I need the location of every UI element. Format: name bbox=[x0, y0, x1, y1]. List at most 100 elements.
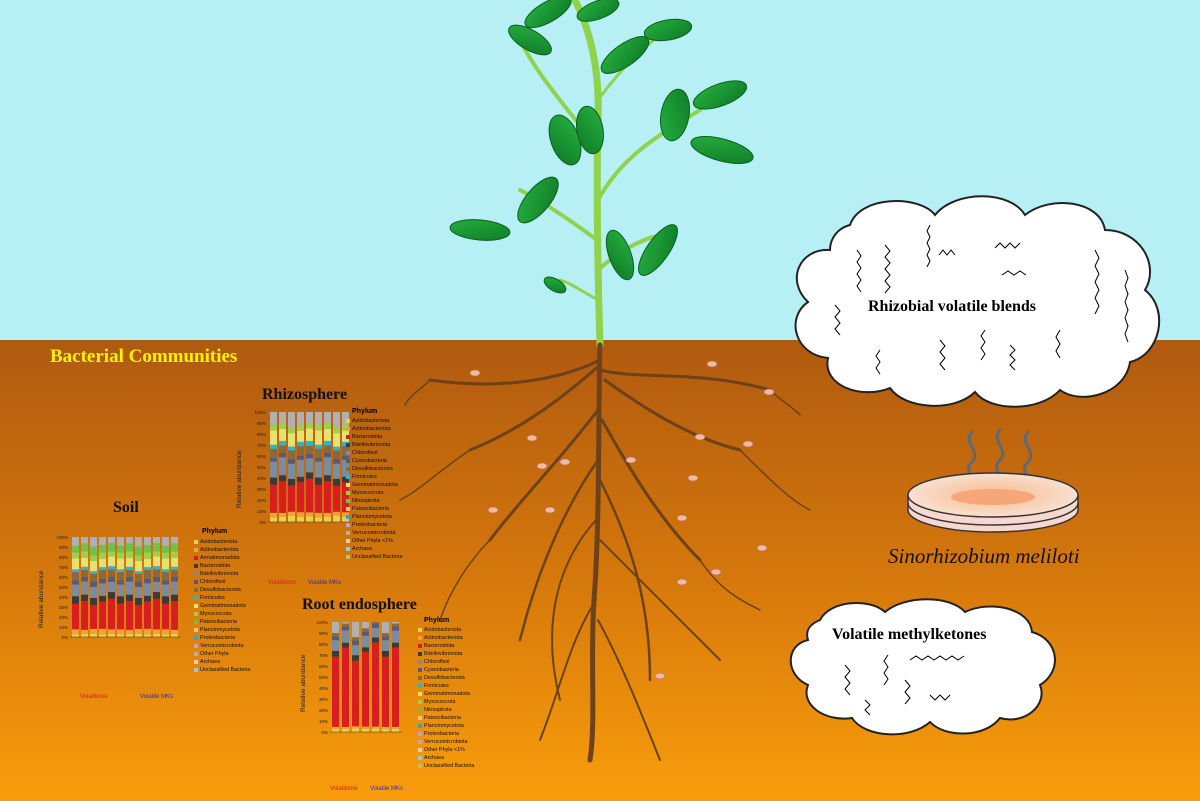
legend-swatch bbox=[346, 490, 350, 495]
soil-phylum-title: Phylum bbox=[202, 528, 228, 535]
legend-label: Planctomycetota bbox=[352, 514, 392, 520]
stacked-bar-segment bbox=[392, 642, 399, 648]
stacked-bar-segment bbox=[342, 726, 349, 729]
stacked-bar-segment bbox=[144, 552, 151, 559]
legend-swatch bbox=[418, 667, 422, 672]
legend-label: Bdellovibrionota bbox=[352, 442, 391, 448]
plant-leaves bbox=[449, 0, 754, 294]
species-name: Sinorhizobium meliloti bbox=[888, 544, 1080, 568]
legend-label: Actinobacteriota bbox=[424, 635, 463, 641]
stacked-bar-segment bbox=[72, 572, 79, 581]
legend-swatch bbox=[418, 747, 422, 752]
stacked-bar-segment bbox=[108, 556, 115, 567]
legend-swatch bbox=[346, 514, 350, 519]
stacked-bar-segment bbox=[90, 573, 97, 582]
stacked-bar-segment bbox=[270, 430, 277, 445]
stacked-bar-segment bbox=[279, 516, 286, 522]
stacked-bar-segment bbox=[72, 580, 79, 585]
stacked-bar-segment bbox=[90, 633, 97, 637]
legend-swatch bbox=[194, 547, 198, 552]
stacked-bar-segment bbox=[362, 631, 369, 636]
stacked-bar-segment bbox=[372, 642, 379, 727]
legend-label: Acidobacteriota bbox=[200, 539, 238, 545]
stacked-bar-segment bbox=[162, 634, 169, 637]
legend-entry: Desulfobacterota bbox=[346, 465, 402, 473]
stacked-bar-segment bbox=[392, 623, 399, 627]
stacked-bar-segment bbox=[333, 428, 340, 434]
stacked-bar-segment bbox=[279, 440, 286, 446]
stacked-bar-segment bbox=[99, 570, 106, 579]
stacked-bar-segment bbox=[90, 537, 97, 547]
stacked-bar-segment bbox=[117, 580, 124, 585]
stacked-bar-segment bbox=[126, 634, 133, 637]
stacked-bar-segment bbox=[144, 567, 151, 571]
stacked-bar-segment bbox=[108, 633, 115, 637]
stacked-bar-segment bbox=[315, 430, 322, 445]
legend-swatch bbox=[194, 611, 198, 616]
stacked-bar-segment bbox=[297, 459, 304, 477]
stacked-bar-segment bbox=[279, 452, 286, 458]
stacked-bar-segment bbox=[297, 455, 304, 460]
stacked-bar-segment bbox=[99, 601, 106, 629]
stacked-bar-segment bbox=[162, 558, 169, 570]
stacked-bar-segment bbox=[99, 567, 106, 571]
legend-entry: Nitrospirota bbox=[346, 497, 402, 505]
stacked-bar-segment bbox=[362, 728, 369, 732]
legend-entry: Chloroflexi bbox=[346, 449, 402, 457]
stacked-bar-segment bbox=[315, 512, 322, 518]
y-tick-label: 50% bbox=[257, 465, 266, 470]
stacked-bar-segment bbox=[392, 726, 399, 729]
y-tick-label: 20% bbox=[319, 708, 328, 713]
stacked-bar-segment bbox=[126, 594, 133, 601]
legend-entry: Bdellovibrionota bbox=[418, 650, 474, 658]
stacked-bar-segment bbox=[297, 412, 304, 425]
stacked-bar-segment bbox=[117, 572, 124, 581]
rhizosphere-phylum-title: Phylum bbox=[352, 408, 378, 415]
stacked-bar-segment bbox=[153, 569, 160, 577]
stacked-bar-segment bbox=[81, 634, 88, 637]
y-tick-label: 0% bbox=[259, 520, 266, 525]
stacked-bar-segment bbox=[144, 628, 151, 635]
stacked-bar-segment bbox=[279, 412, 286, 423]
legend-label: Archaea bbox=[352, 546, 373, 552]
legend-swatch bbox=[194, 635, 198, 640]
stacked-bar-segment bbox=[135, 546, 142, 556]
legend-entry: Chloroflexi bbox=[418, 658, 474, 666]
legend-swatch bbox=[418, 643, 422, 648]
stacked-bar-segment bbox=[135, 560, 142, 572]
legend-label: Unclassified Bacteria bbox=[200, 667, 251, 673]
y-tick-label: 70% bbox=[319, 653, 328, 658]
stacked-bar-segment bbox=[135, 597, 142, 606]
stacked-bar-segment bbox=[297, 512, 304, 517]
stacked-bar-segment bbox=[297, 430, 304, 442]
legend-swatch bbox=[418, 731, 422, 736]
stacked-bar-segment bbox=[126, 551, 133, 558]
stacked-bar-segment bbox=[126, 557, 133, 567]
cloud-methylketones bbox=[789, 598, 1056, 736]
y-tick-label: 10% bbox=[59, 625, 68, 630]
stacked-bar-segment bbox=[99, 552, 106, 559]
stacked-bar-segment bbox=[126, 543, 133, 552]
root-endosphere-y-axis-label: Relative abundance bbox=[300, 654, 307, 712]
stacked-bar-segment bbox=[99, 595, 106, 602]
stacked-bar-segment bbox=[342, 630, 349, 643]
stacked-bar-segment bbox=[72, 569, 79, 573]
stacked-bar-segment bbox=[135, 586, 142, 598]
stacked-bar-segment bbox=[315, 444, 322, 449]
stacked-bar-segment bbox=[324, 440, 331, 446]
legend-swatch bbox=[346, 554, 350, 559]
legend-label: Nitrospirota bbox=[424, 707, 452, 713]
stacked-bar-segment bbox=[117, 537, 124, 546]
stacked-bar-segment bbox=[81, 557, 88, 567]
stacked-bar-segment bbox=[162, 596, 169, 604]
stacked-bar-segment bbox=[72, 596, 79, 604]
stacked-bar-segment bbox=[288, 485, 295, 512]
stacked-bar-segment bbox=[117, 634, 124, 637]
legend-swatch bbox=[418, 635, 422, 640]
legend-swatch bbox=[194, 627, 198, 632]
stacked-bar-segment bbox=[324, 457, 331, 476]
stacked-bar-segment bbox=[333, 511, 340, 517]
stacked-bar-segment bbox=[108, 576, 115, 582]
legend-swatch bbox=[346, 418, 350, 423]
stacked-bar-segment bbox=[306, 445, 313, 454]
